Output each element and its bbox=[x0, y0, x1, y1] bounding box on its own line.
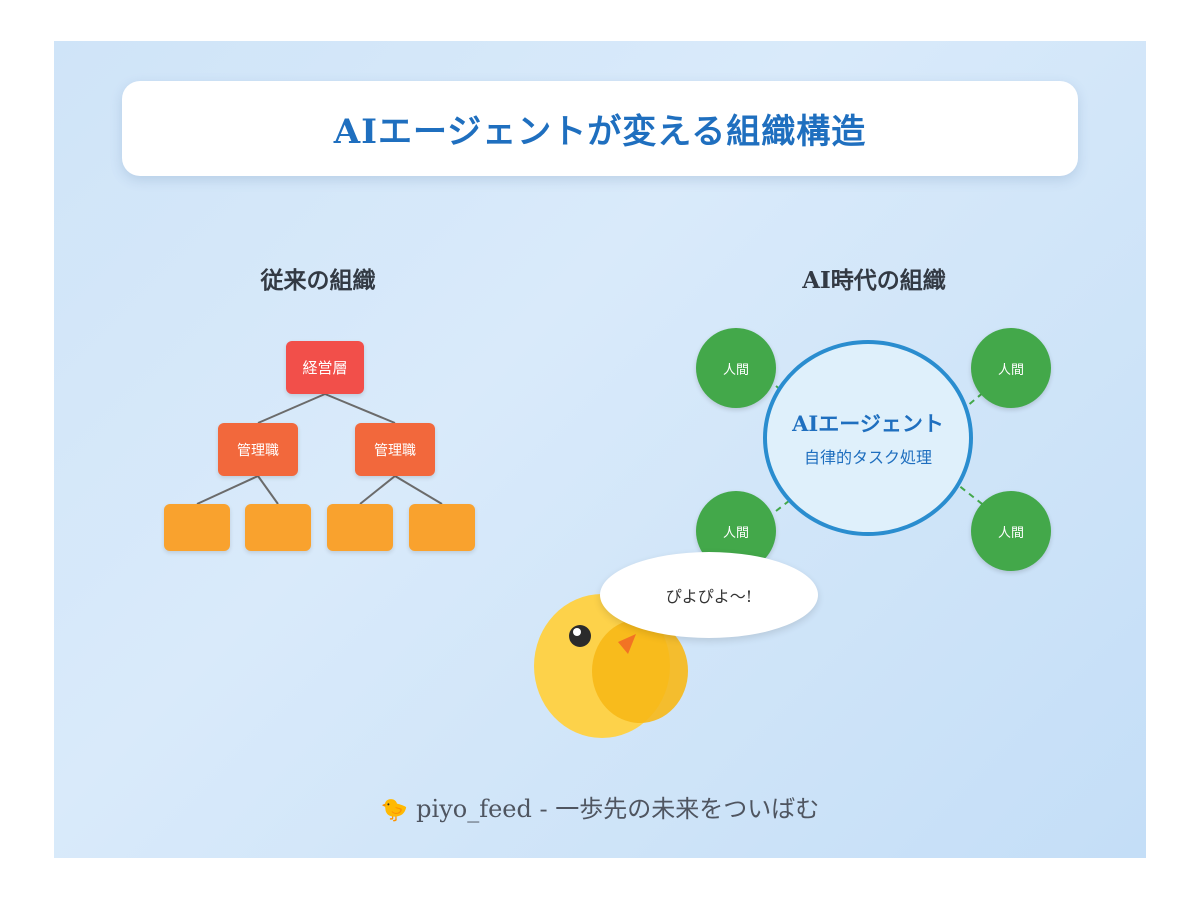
footer: 🐤 piyo_feed - 一歩先の未来をついばむ bbox=[54, 789, 1146, 824]
manager-box: 管理職 bbox=[218, 423, 298, 476]
connector-mgr-right-staff-4 bbox=[394, 475, 443, 505]
connector-exec-mgr-left bbox=[257, 393, 326, 424]
ai-agent-subtitle: 自律的タスク処理 bbox=[803, 448, 932, 467]
staff-box bbox=[409, 504, 475, 551]
connector-mgr-right-staff-3 bbox=[359, 475, 396, 505]
connector-mgr-left-staff-2 bbox=[257, 475, 279, 505]
ai-agent-node: AIエージェント 自律的タスク処理 bbox=[763, 340, 973, 536]
chick-icon bbox=[534, 594, 688, 738]
speech-bubble: ぴよぴよ〜! bbox=[600, 552, 818, 638]
manager-box: 管理職 bbox=[355, 423, 435, 476]
title-card: AIエージェントが変える組織構造 bbox=[122, 81, 1078, 176]
human-node: 人間 bbox=[971, 328, 1051, 408]
human-node: 人間 bbox=[971, 491, 1051, 571]
page-title: AIエージェントが変える組織構造 bbox=[333, 112, 867, 152]
ai-org-heading: AI時代の組織 bbox=[802, 267, 946, 294]
connector-mgr-left-staff-1 bbox=[196, 475, 259, 505]
footer-text: piyo_feed - 一歩先の未来をついばむ bbox=[416, 795, 820, 823]
connector-exec-mgr-right bbox=[324, 393, 396, 424]
human-node: 人間 bbox=[696, 328, 776, 408]
staff-box bbox=[327, 504, 393, 551]
slide: AIエージェントが変える組織構造 従来の組織 AI時代の組織 経営層 管理職 管… bbox=[54, 41, 1146, 858]
ai-agent-title: AIエージェント bbox=[792, 411, 944, 436]
chick-icon: 🐤 bbox=[380, 798, 409, 823]
traditional-org-heading: 従来の組織 bbox=[260, 267, 376, 294]
speech-text: ぴよぴよ〜! bbox=[665, 587, 753, 606]
exec-box: 経営層 bbox=[286, 341, 364, 394]
staff-box bbox=[245, 504, 311, 551]
staff-box bbox=[164, 504, 230, 551]
